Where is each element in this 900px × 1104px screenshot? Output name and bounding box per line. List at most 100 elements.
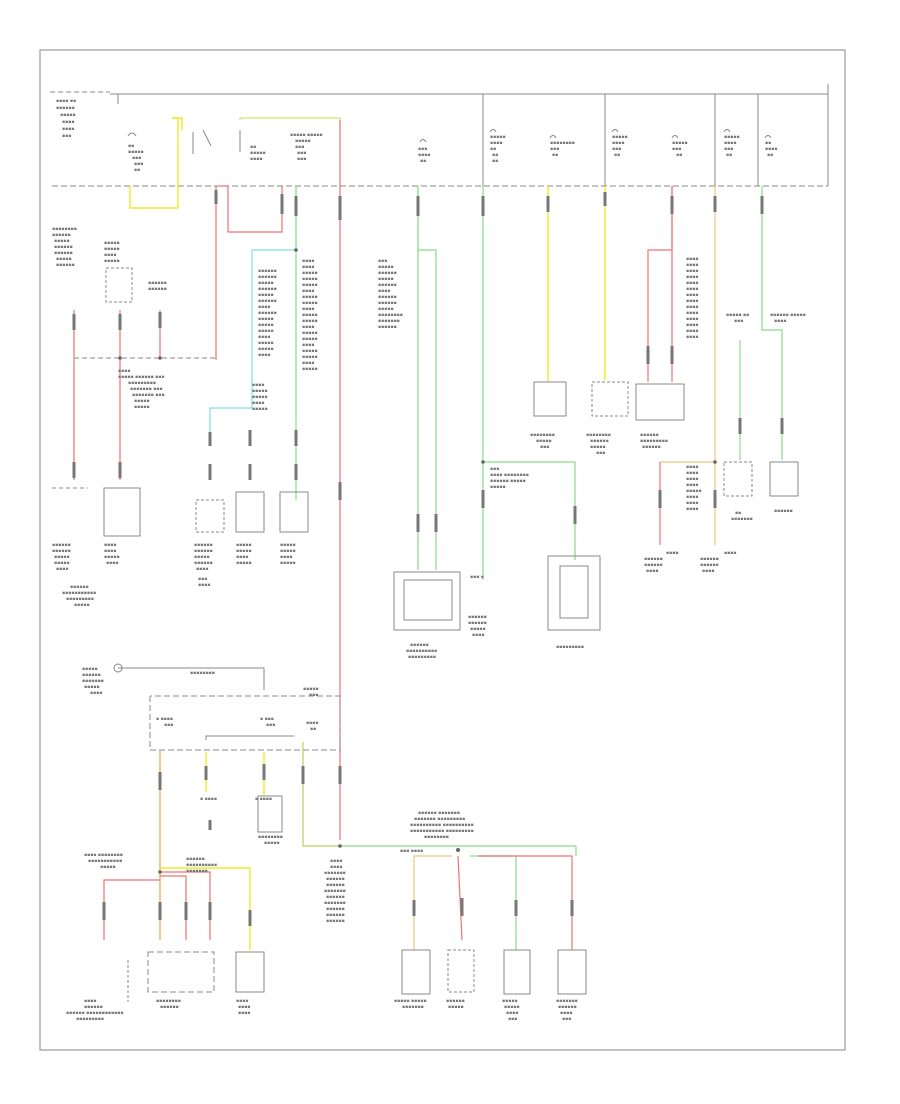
svg-text:▪▪▪▪: ▪▪▪▪ bbox=[104, 543, 116, 548]
svg-text:▪▪▪▪: ▪▪▪▪ bbox=[252, 383, 264, 388]
svg-text:▪▪▪▪▪: ▪▪▪▪▪ bbox=[302, 331, 318, 336]
svg-text:▪▪▪: ▪▪▪ bbox=[134, 162, 143, 167]
bottom-labels: ▪▪▪▪▪▪▪▪▪▪▪▪▪ ▪▪▪▪ ▪▪▪▪▪▪▪▪▪▪▪▪▪▪▪▪▪▪▪▪▪… bbox=[66, 811, 578, 1022]
svg-text:▪▪▪▪▪: ▪▪▪▪▪ bbox=[54, 561, 70, 566]
svg-text:▪▪▪▪▪: ▪▪▪▪▪ bbox=[54, 239, 70, 244]
svg-text:▪▪▪▪▪▪: ▪▪▪▪▪▪ bbox=[258, 287, 277, 292]
svg-text:▪▪▪▪▪▪▪▪▪▪▪ ▪▪▪▪▪▪▪▪▪: ▪▪▪▪▪▪▪▪▪▪▪ ▪▪▪▪▪▪▪▪▪ bbox=[410, 829, 474, 834]
svg-text:▪▪▪▪▪▪: ▪▪▪▪▪▪ bbox=[410, 643, 429, 648]
svg-text:▪▪▪▪▪: ▪▪▪▪▪ bbox=[280, 561, 296, 566]
svg-text:▪▪▪: ▪▪▪ bbox=[295, 145, 304, 150]
lower-module bbox=[113, 663, 341, 751]
svg-text:▪▪▪▪: ▪▪▪▪ bbox=[330, 859, 342, 864]
svg-text:▪▪▪: ▪▪▪ bbox=[734, 319, 743, 324]
svg-text:▪▪: ▪▪ bbox=[420, 159, 426, 164]
svg-text:▪▪▪▪▪▪: ▪▪▪▪▪▪ bbox=[56, 263, 75, 268]
svg-text:▪▪▪: ▪▪▪ bbox=[540, 445, 549, 450]
svg-text:▪▪▪▪: ▪▪▪▪ bbox=[62, 127, 74, 132]
svg-text:▪▪▪▪▪▪: ▪▪▪▪▪▪ bbox=[70, 585, 89, 590]
svg-text:▪ ▪▪▪: ▪ ▪▪▪ bbox=[260, 717, 274, 722]
svg-text:▪▪▪▪: ▪▪▪▪ bbox=[774, 319, 786, 324]
svg-text:▪▪▪▪▪: ▪▪▪▪▪ bbox=[258, 293, 274, 298]
svg-text:▪▪▪▪▪: ▪▪▪▪▪ bbox=[104, 247, 120, 252]
svg-text:▪▪▪▪▪: ▪▪▪▪▪ bbox=[250, 151, 266, 156]
svg-text:▪▪▪▪ ▪▪▪▪▪▪▪▪: ▪▪▪▪ ▪▪▪▪▪▪▪▪ bbox=[490, 473, 529, 478]
svg-text:▪▪▪▪ ▪▪: ▪▪▪▪ ▪▪ bbox=[56, 99, 76, 104]
svg-text:▪▪▪▪▪: ▪▪▪▪▪ bbox=[302, 349, 318, 354]
svg-text:▪▪▪▪▪: ▪▪▪▪▪ bbox=[128, 150, 144, 155]
svg-text:▪▪: ▪▪ bbox=[492, 153, 498, 158]
svg-text:▪▪▪▪▪: ▪▪▪▪▪ bbox=[60, 113, 76, 118]
svg-text:▪▪▪▪▪: ▪▪▪▪▪ bbox=[295, 139, 311, 144]
svg-text:▪▪▪▪▪▪: ▪▪▪▪▪▪ bbox=[148, 287, 167, 292]
svg-text:▪▪▪▪▪: ▪▪▪▪▪ bbox=[536, 439, 552, 444]
svg-text:▪▪▪▪▪: ▪▪▪▪▪ bbox=[82, 667, 98, 672]
svg-text:▪▪▪▪▪: ▪▪▪▪▪ bbox=[302, 337, 318, 342]
svg-text:▪▪▪▪▪▪: ▪▪▪▪▪▪ bbox=[326, 919, 345, 924]
svg-text:▪▪▪: ▪▪▪ bbox=[266, 723, 275, 728]
svg-text:▪▪▪▪▪: ▪▪▪▪▪ bbox=[104, 241, 120, 246]
svg-text:▪▪▪▪▪▪▪▪▪▪: ▪▪▪▪▪▪▪▪▪▪ bbox=[186, 863, 217, 868]
svg-text:▪▪▪▪: ▪▪▪▪ bbox=[686, 501, 698, 506]
svg-text:▪▪▪▪▪▪: ▪▪▪▪▪▪ bbox=[326, 895, 345, 900]
svg-text:▪▪▪▪: ▪▪▪▪ bbox=[306, 721, 318, 726]
svg-text:▪▪: ▪▪ bbox=[735, 511, 741, 516]
svg-text:▪▪▪▪: ▪▪▪▪ bbox=[198, 583, 210, 588]
svg-text:▪▪: ▪▪ bbox=[250, 145, 256, 150]
svg-text:▪▪: ▪▪ bbox=[492, 159, 498, 164]
svg-text:▪▪▪▪: ▪▪▪▪ bbox=[724, 141, 736, 146]
svg-text:▪▪▪ ▪▪▪▪: ▪▪▪ ▪▪▪▪ bbox=[400, 849, 423, 854]
svg-text:▪▪▪▪▪: ▪▪▪▪▪ bbox=[378, 277, 394, 282]
svg-text:▪▪▪: ▪▪▪ bbox=[724, 147, 733, 152]
svg-text:▪▪▪: ▪▪▪ bbox=[672, 147, 681, 152]
svg-text:▪▪▪▪: ▪▪▪▪ bbox=[302, 265, 314, 270]
svg-text:▪ ▪▪▪▪: ▪ ▪▪▪▪ bbox=[156, 717, 173, 722]
svg-text:▪▪▪▪: ▪▪▪▪ bbox=[106, 561, 118, 566]
diagram-border bbox=[39, 49, 846, 1051]
svg-text:▪▪▪▪▪: ▪▪▪▪▪ bbox=[302, 295, 318, 300]
svg-text:▪▪▪: ▪▪▪ bbox=[550, 147, 559, 152]
svg-text:▪▪▪▪▪▪: ▪▪▪▪▪▪ bbox=[52, 233, 71, 238]
svg-text:▪▪▪▪ ▪▪▪▪▪▪▪▪: ▪▪▪▪ ▪▪▪▪▪▪▪▪ bbox=[84, 853, 123, 858]
wire-color-marks bbox=[72, 190, 784, 532]
svg-text:▪▪: ▪▪ bbox=[490, 147, 496, 152]
svg-text:▪▪▪▪: ▪▪▪▪ bbox=[302, 307, 314, 312]
svg-text:▪▪▪▪▪: ▪▪▪▪▪ bbox=[134, 405, 150, 410]
svg-text:▪▪▪▪: ▪▪▪▪ bbox=[56, 567, 68, 572]
svg-text:▪▪▪▪▪▪▪ ▪▪▪▪▪▪▪▪▪: ▪▪▪▪▪▪▪ ▪▪▪▪▪▪▪▪▪ bbox=[414, 817, 465, 822]
component-labels-mid: ▪▪▪▪▪▪▪▪▪▪▪▪▪▪▪▪▪▪▪▪▪▪▪▪▪▪▪▪▪▪▪▪▪▪▪▪▪▪▪▪… bbox=[52, 227, 806, 660]
svg-text:▪▪▪▪▪: ▪▪▪▪▪ bbox=[252, 395, 268, 400]
svg-text:▪▪▪▪: ▪▪▪▪ bbox=[472, 633, 484, 638]
svg-text:▪▪▪▪▪: ▪▪▪▪▪ bbox=[612, 135, 628, 140]
svg-text:▪ ▪▪▪▪: ▪ ▪▪▪▪ bbox=[255, 797, 272, 802]
wire-color-marks-bottom bbox=[102, 764, 574, 926]
svg-text:▪▪▪▪: ▪▪▪▪ bbox=[302, 361, 314, 366]
svg-text:▪▪▪▪▪: ▪▪▪▪▪ bbox=[194, 555, 210, 560]
svg-text:▪▪▪▪▪▪▪: ▪▪▪▪▪▪▪ bbox=[402, 1005, 424, 1010]
svg-text:▪▪▪▪▪: ▪▪▪▪▪ bbox=[54, 555, 70, 560]
svg-text:▪▪: ▪▪ bbox=[767, 153, 773, 158]
svg-text:▪▪▪▪▪▪▪▪: ▪▪▪▪▪▪▪▪ bbox=[378, 313, 403, 318]
svg-text:▪▪▪▪▪: ▪▪▪▪▪ bbox=[302, 277, 318, 282]
svg-text:▪▪▪▪▪▪: ▪▪▪▪▪▪ bbox=[160, 1005, 179, 1010]
svg-text:▪▪▪: ▪▪▪ bbox=[309, 693, 318, 698]
svg-text:▪▪▪▪: ▪▪▪▪ bbox=[702, 569, 714, 574]
svg-text:▪▪▪▪: ▪▪▪▪ bbox=[196, 567, 208, 572]
svg-text:▪▪▪▪▪ ▪▪: ▪▪▪▪▪ ▪▪ bbox=[726, 313, 749, 318]
svg-text:▪▪▪▪: ▪▪▪▪ bbox=[686, 305, 698, 310]
lower-module-labels: ▪▪▪▪▪▪▪▪▪▪▪▪▪▪▪▪▪▪▪▪▪▪▪▪▪▪▪ ▪▪▪▪▪▪▪▪ ▪ ▪… bbox=[82, 667, 319, 802]
svg-text:▪▪▪: ▪▪▪ bbox=[418, 147, 427, 152]
svg-text:▪▪▪▪▪: ▪▪▪▪▪ bbox=[134, 399, 150, 404]
svg-text:▪▪▪▪▪: ▪▪▪▪▪ bbox=[258, 323, 274, 328]
svg-text:▪▪▪▪: ▪▪▪▪ bbox=[686, 335, 698, 340]
svg-text:▪▪▪▪: ▪▪▪▪ bbox=[686, 495, 698, 500]
svg-text:▪▪▪▪▪ ▪▪▪▪▪: ▪▪▪▪▪ ▪▪▪▪▪ bbox=[290, 133, 323, 138]
svg-text:▪▪▪▪▪▪▪ ▪▪▪: ▪▪▪▪▪▪▪ ▪▪▪ bbox=[130, 387, 163, 392]
svg-text:▪▪▪▪▪: ▪▪▪▪▪ bbox=[590, 445, 606, 450]
power-distribution-box: ▪▪▪▪ ▪▪ ▪▪▪▪▪▪ ▪▪▪▪▪ ▪▪▪▪ ▪▪▪▪ ▪▪▪ bbox=[50, 84, 829, 187]
svg-text:▪▪▪▪▪▪: ▪▪▪▪▪▪ bbox=[326, 913, 345, 918]
svg-text:▪▪▪▪: ▪▪▪▪ bbox=[258, 353, 270, 358]
svg-text:▪▪▪: ▪▪▪ bbox=[562, 1017, 571, 1022]
svg-text:▪▪▪▪▪▪▪▪▪: ▪▪▪▪▪▪▪▪▪ bbox=[66, 597, 94, 602]
